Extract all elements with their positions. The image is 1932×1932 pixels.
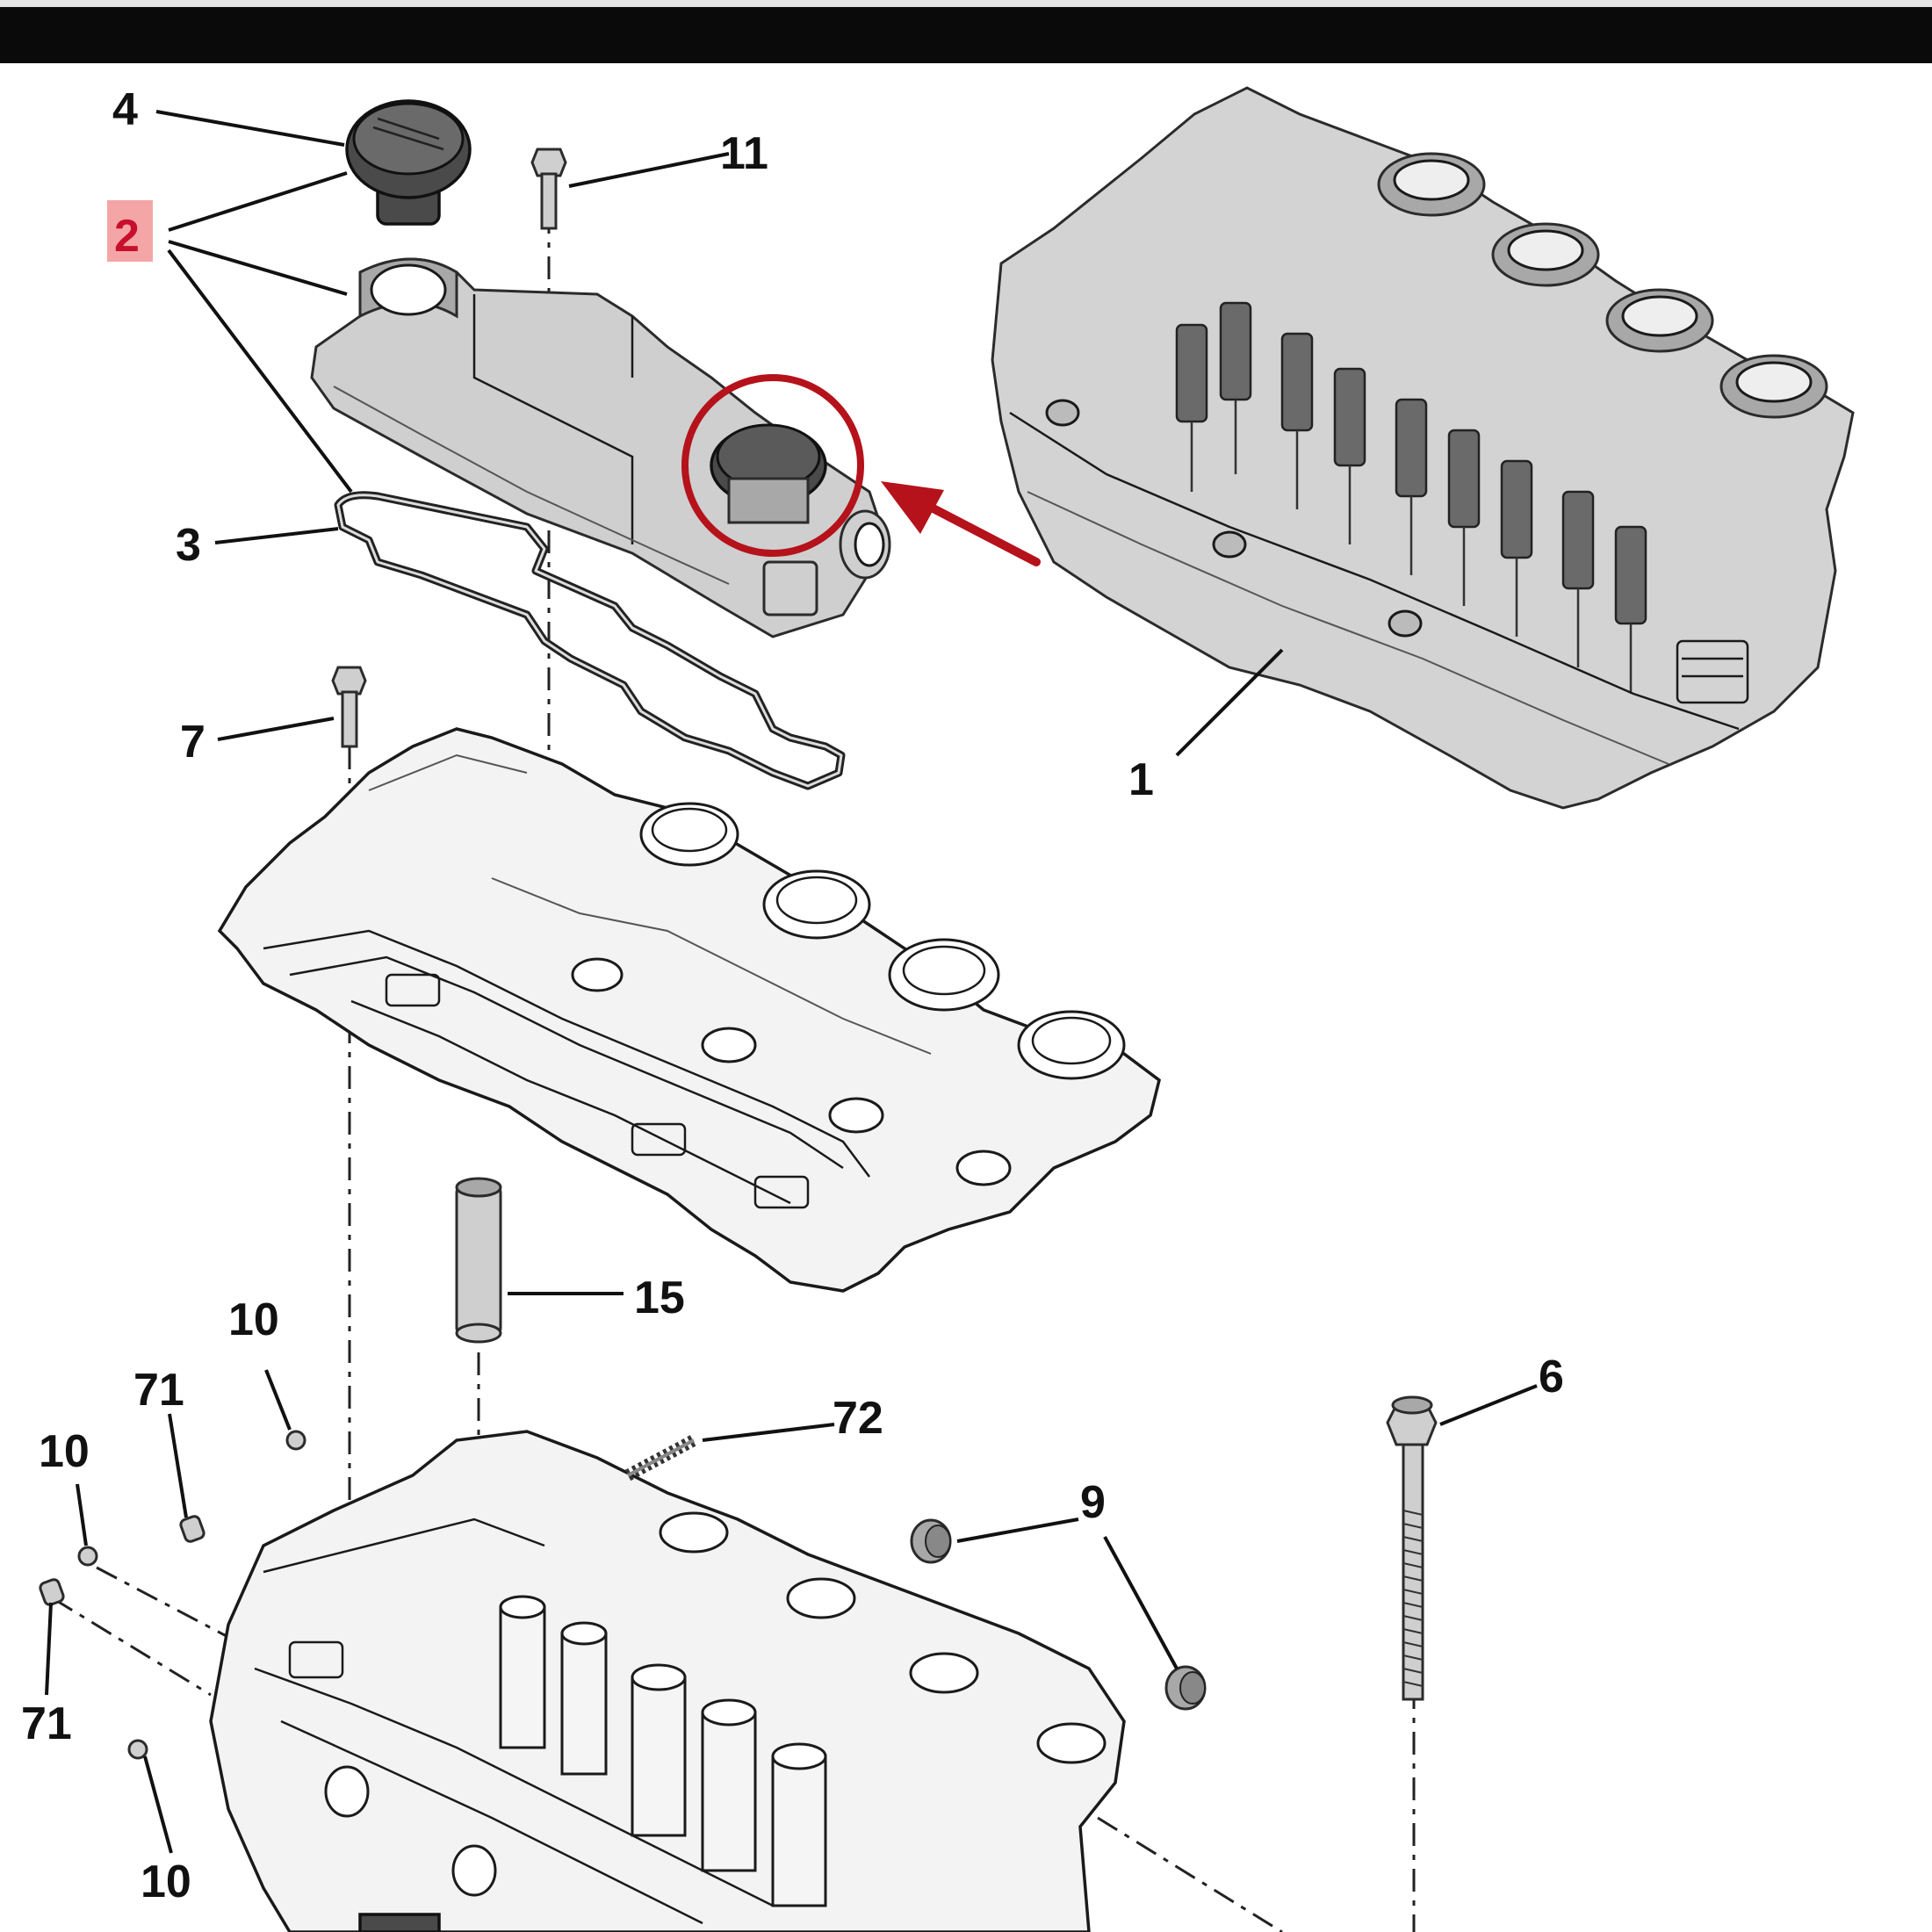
- callout-71-lower: 71: [21, 1698, 72, 1749]
- header-title-cropped: [0, 0, 1932, 7]
- dowel-sleeve: [455, 1177, 502, 1344]
- callout-10-mid: 10: [39, 1426, 90, 1477]
- callout-72: 72: [833, 1393, 883, 1444]
- head-bolt-6: [1386, 1395, 1438, 1701]
- highlight-arrow: [881, 481, 1041, 566]
- highlight-circle: [681, 374, 864, 557]
- callout-9: 9: [1080, 1477, 1106, 1528]
- seal-plug-9b: [1164, 1665, 1207, 1711]
- callout-10-lower: 10: [141, 1856, 191, 1907]
- camshaft-carrier: [217, 727, 1161, 1293]
- valve-cover: [310, 257, 891, 638]
- callout-7: 7: [180, 717, 205, 768]
- callout-2: 2: [114, 211, 140, 262]
- seal-plug-9a: [910, 1518, 952, 1564]
- callout-11: 11: [720, 128, 768, 179]
- bolt-7: [331, 666, 367, 748]
- cylinder-head-lower: [209, 1430, 1126, 1932]
- dowel-71-lower: [39, 1578, 65, 1606]
- callout-10-upper: 10: [228, 1294, 279, 1345]
- callout-4: 4: [112, 84, 138, 135]
- callout-2-highlight: [107, 200, 153, 262]
- header-bar: [0, 0, 1932, 63]
- spring-72: [624, 1434, 697, 1481]
- callout-6: 6: [1539, 1352, 1564, 1402]
- ball-10-lower: [127, 1739, 148, 1760]
- callout-15: 15: [634, 1272, 685, 1323]
- oil-filler-cap: [345, 99, 472, 226]
- cylinder-head-assembly: [991, 86, 1855, 810]
- leader-lines: [45, 110, 1538, 1854]
- callout-labels: 4 2 11 3 7 1 15 10 71 10 72 6 9 71 10: [21, 84, 1564, 1907]
- dowel-71-upper: [179, 1515, 205, 1543]
- ball-10-upper: [285, 1430, 306, 1451]
- callout-71-upper: 71: [133, 1365, 184, 1416]
- callout-1: 1: [1128, 754, 1154, 805]
- valve-cover-gasket: [334, 491, 846, 790]
- callout-3: 3: [176, 520, 201, 571]
- ball-10-mid: [77, 1546, 98, 1567]
